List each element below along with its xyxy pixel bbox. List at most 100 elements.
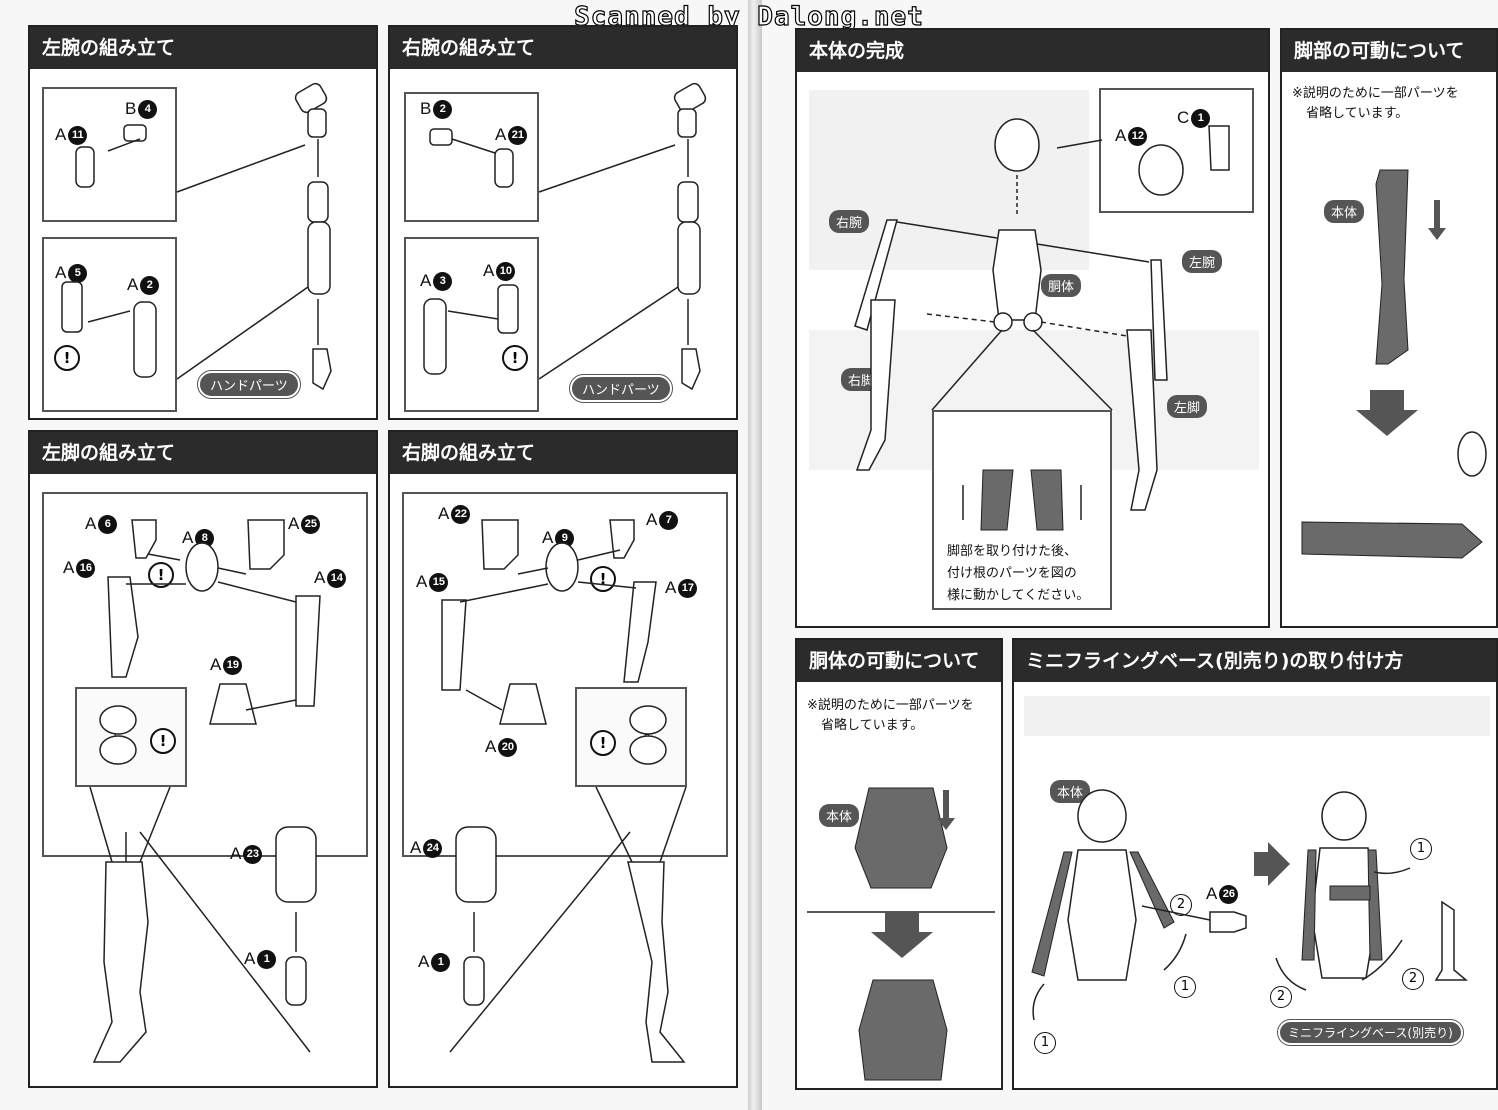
faded-background-text <box>1024 696 1490 736</box>
right-leg-diagram <box>441 519 687 1063</box>
panel-title: 本体の完成 <box>797 30 1268 72</box>
part-number-badge: 25 <box>301 515 321 535</box>
joint-detail-box <box>75 687 187 787</box>
torso-motion-diagram <box>807 787 995 1081</box>
hand-parts-tag: ハンドパーツ <box>197 370 301 399</box>
torso-tag: 胴体 <box>1041 274 1082 297</box>
right-arm-diagram <box>423 82 707 391</box>
part-number-badge: 15 <box>429 573 449 593</box>
hip-note-line-2: 付け根のパーツを図の <box>947 566 1077 581</box>
step-1-marker: 1 <box>1034 1032 1056 1054</box>
part-number-badge: 1 <box>431 953 451 973</box>
step-2-marker: 2 <box>1170 894 1192 916</box>
part-number-badge: 21 <box>508 126 528 146</box>
part-number-badge: 26 <box>1219 885 1239 905</box>
torso-note-line-2: 省略しています。 <box>821 718 924 733</box>
leg-note-line-2: 省略しています。 <box>1306 106 1409 121</box>
panel-title: 左腕の組み立て <box>30 27 376 69</box>
torso-note-line-1: ※説明のために一部パーツを <box>807 698 974 713</box>
step-2-marker: 2 <box>1402 968 1424 990</box>
mini-base-diagram <box>1031 789 1469 1021</box>
panel-title: 胴体の可動について <box>797 640 1001 682</box>
part-number-badge: 1 <box>257 950 277 970</box>
step-1-marker: 1 <box>1410 838 1432 860</box>
part-number-badge: 6 <box>98 515 118 535</box>
part-number-badge: 16 <box>76 559 96 579</box>
faded-background-text <box>809 90 1089 270</box>
part-number-badge: 2 <box>140 276 160 296</box>
part-number-badge: 1 <box>1191 109 1211 129</box>
right-arm-tag: 右腕 <box>829 210 870 233</box>
step-1-marker: 1 <box>1174 976 1196 998</box>
part-number-badge: 7 <box>659 511 679 531</box>
part-number-badge: 22 <box>451 505 471 525</box>
part-number-badge: 24 <box>423 839 443 859</box>
left-arm-diagram <box>61 82 332 391</box>
part-number-badge: 2 <box>433 100 453 120</box>
part-number-badge: 23 <box>243 845 263 865</box>
panel-title: 脚部の可動について <box>1282 30 1496 72</box>
caution-icon: ! <box>590 730 616 756</box>
part-number-badge: 4 <box>138 100 158 120</box>
caution-icon: ! <box>150 728 176 754</box>
panel-title: 右脚の組み立て <box>390 432 736 474</box>
caution-icon: ! <box>590 566 616 592</box>
body-tag: 本体 <box>1324 200 1365 223</box>
left-arm-tag: 左腕 <box>1182 250 1223 273</box>
left-leg-diagram <box>89 519 321 1063</box>
mini-base-tag: ミニフライングベース(別売り) <box>1277 1019 1464 1046</box>
panel-title: 右腕の組み立て <box>390 27 736 69</box>
part-number-badge: 20 <box>498 738 518 758</box>
hip-note-line-3: 様に動かしてください。 <box>947 588 1090 603</box>
body-tag: 本体 <box>819 804 860 827</box>
caution-icon: ! <box>502 345 528 371</box>
part-number-badge: 5 <box>68 264 88 284</box>
leg-note-line-1: ※説明のために一部パーツを <box>1292 86 1459 101</box>
page-spine <box>748 0 762 1110</box>
body-complete-diagram <box>854 118 1230 531</box>
part-number-badge: 17 <box>678 579 698 599</box>
left-leg-tag: 左脚 <box>1167 395 1208 418</box>
part-number-badge: 3 <box>433 272 453 292</box>
body-tag: 本体 <box>1050 780 1091 803</box>
hip-note-line-1: 脚部を取り付けた後、 <box>947 544 1078 559</box>
hand-parts-tag: ハンドパーツ <box>569 374 673 403</box>
part-number-badge: 12 <box>1128 127 1148 147</box>
caution-icon: ! <box>54 345 80 371</box>
part-number-badge: 14 <box>327 569 347 589</box>
step-2-marker: 2 <box>1270 986 1292 1008</box>
leg-motion-panel: 脚部の可動について ※説明のために一部パーツを 省略しています。 本体 <box>1280 28 1498 628</box>
part-number-badge: 11 <box>68 126 88 146</box>
torso-motion-panel: 胴体の可動について ※説明のために一部パーツを 省略しています。 本体 <box>795 638 1003 1090</box>
